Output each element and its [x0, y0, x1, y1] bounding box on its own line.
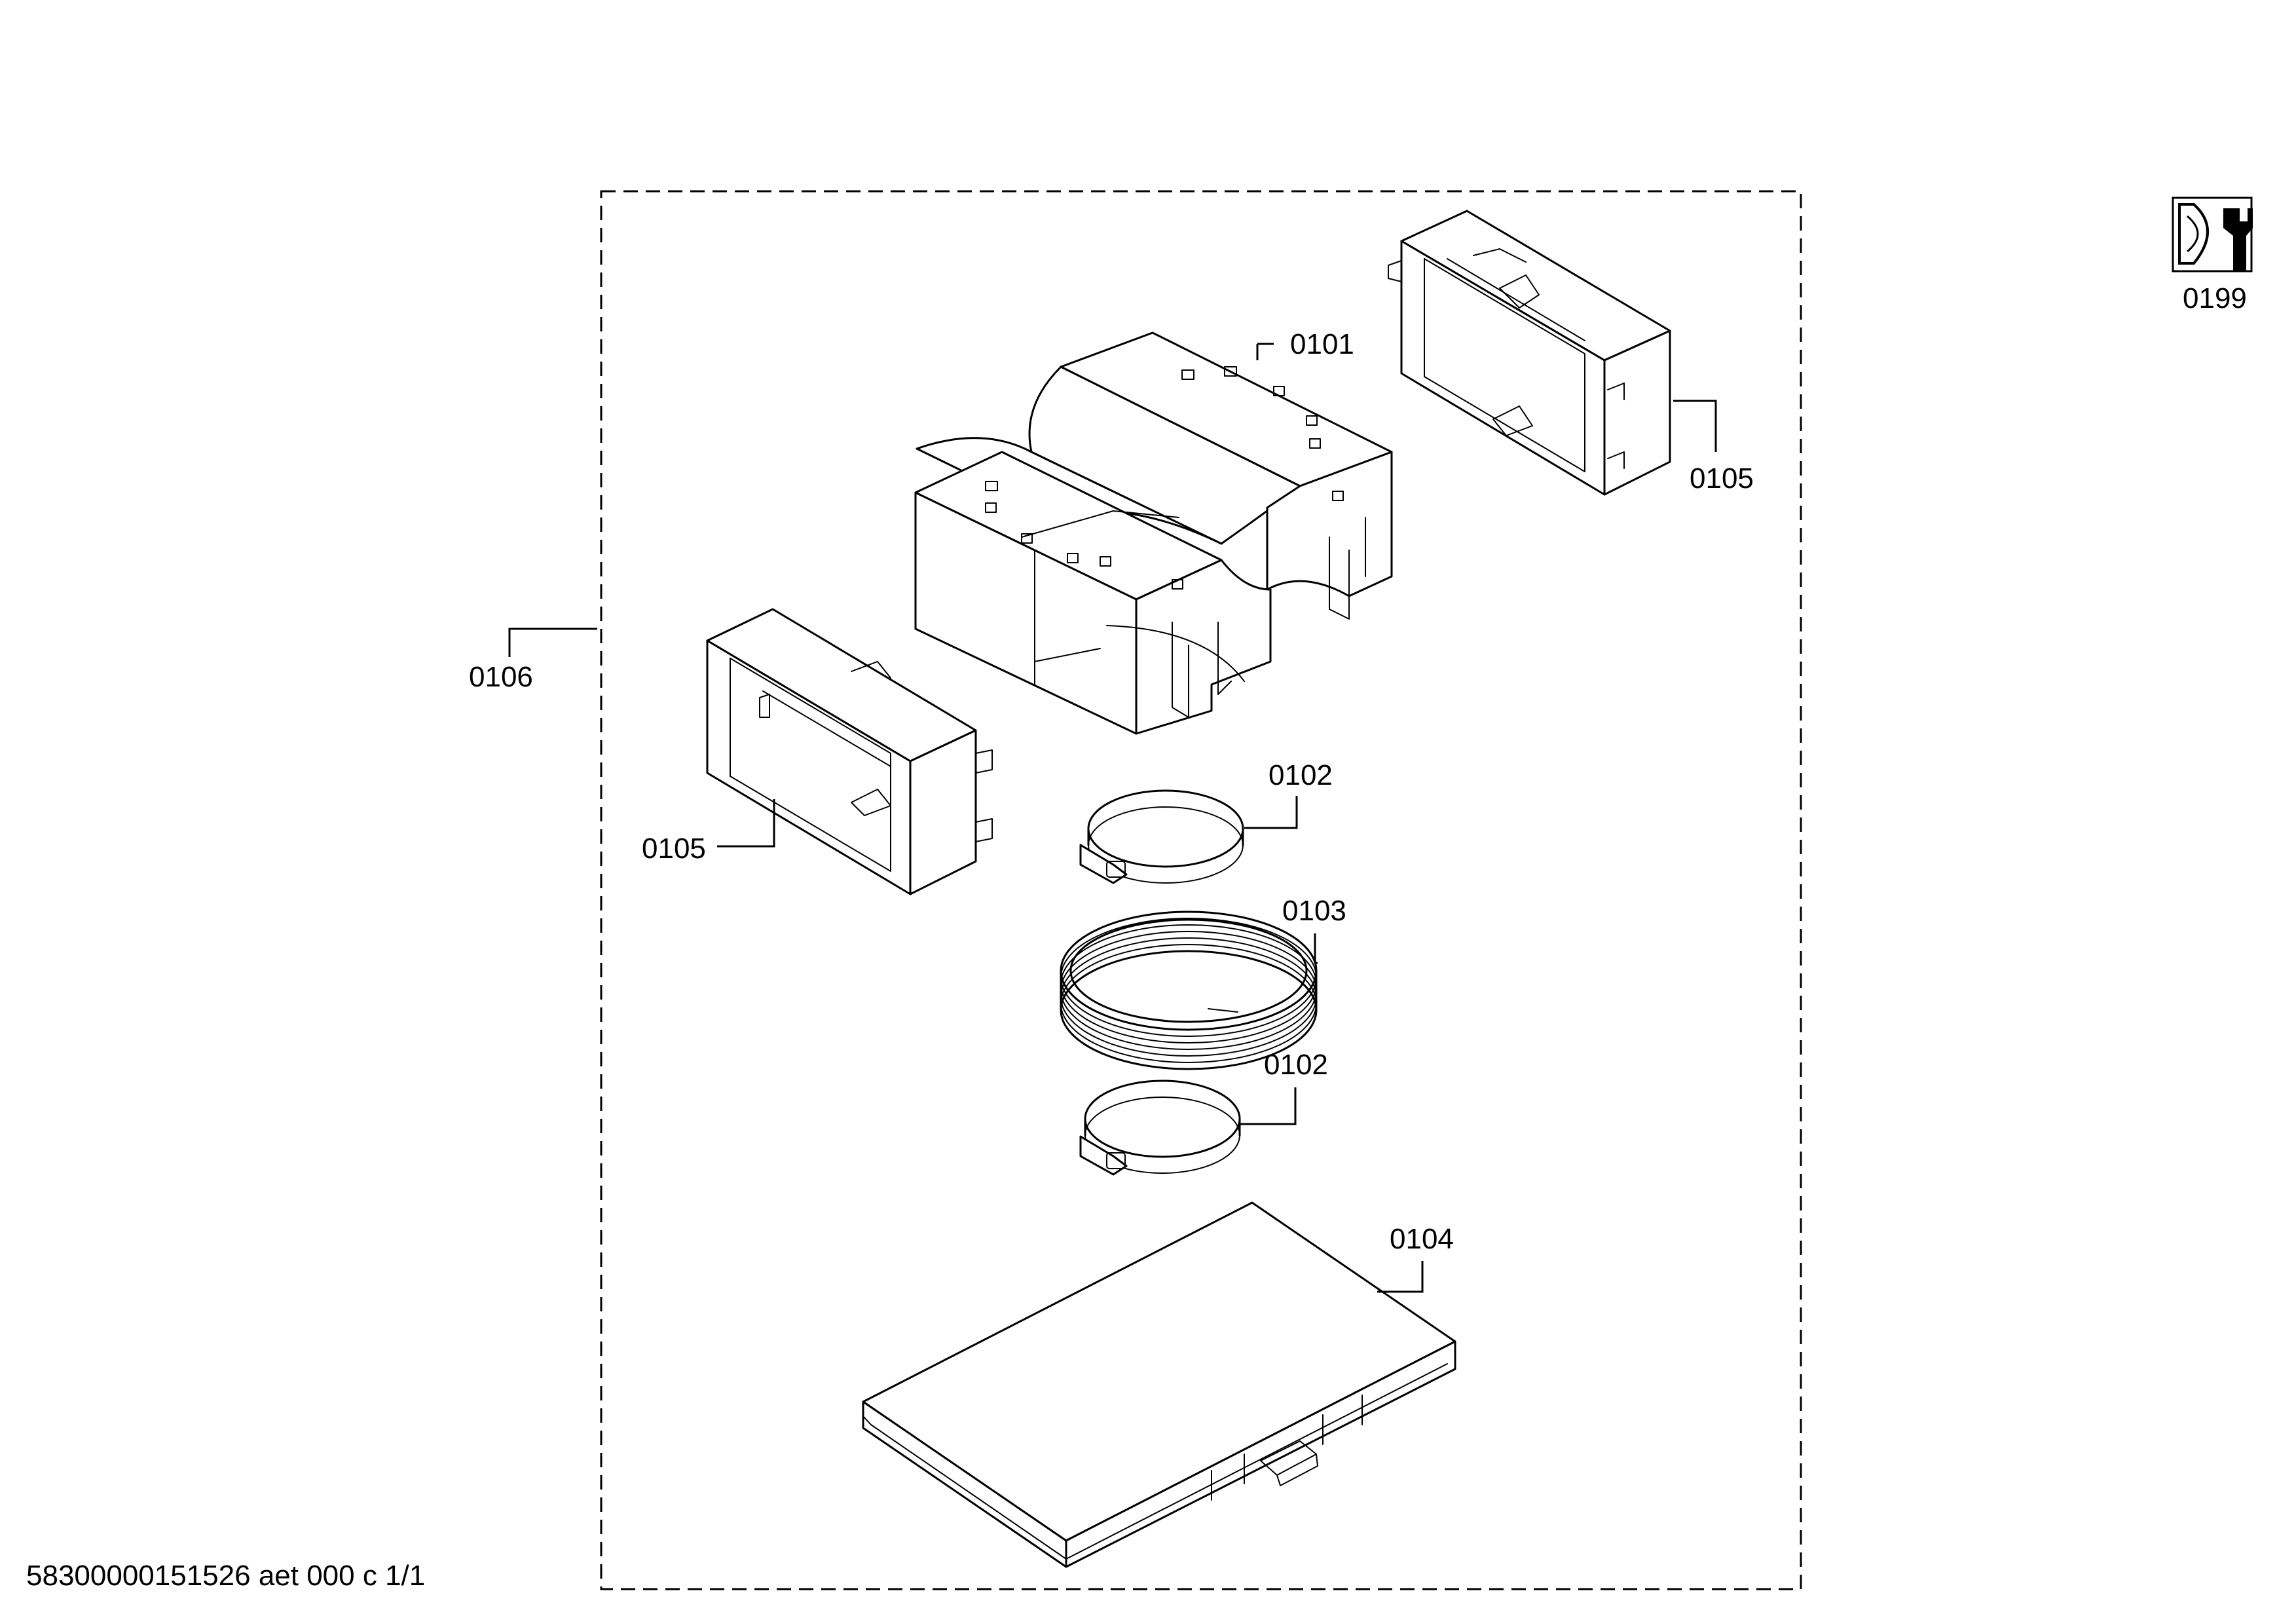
kit-boundary: [600, 190, 1802, 1590]
label-0199: 0199: [2183, 282, 2247, 314]
part-flex-hose[interactable]: [1060, 910, 1318, 1070]
wrench-nut-icon: [2172, 197, 2253, 272]
part-hose-clamp-top[interactable]: [1079, 789, 1244, 884]
label-0105-right: 0105: [1690, 462, 1754, 495]
label-0101: 0101: [1290, 328, 1354, 360]
label-0104: 0104: [1390, 1223, 1454, 1255]
label-0102-bottom: 0102: [1264, 1049, 1328, 1081]
part-frame-right[interactable]: [1388, 210, 1671, 496]
label-0105-left: 0105: [642, 833, 706, 865]
label-0102-top: 0102: [1268, 759, 1333, 791]
part-duct-adapter[interactable]: [914, 331, 1393, 735]
part-hose-clamp-bottom[interactable]: [1079, 1079, 1241, 1176]
part-filter-panel[interactable]: [862, 1201, 1456, 1568]
document-id: 58300000151526 aet 000 c 1/1: [26, 1560, 425, 1592]
label-0103: 0103: [1282, 895, 1346, 927]
part-frame-left[interactable]: [706, 608, 993, 895]
label-0106: 0106: [469, 661, 533, 693]
